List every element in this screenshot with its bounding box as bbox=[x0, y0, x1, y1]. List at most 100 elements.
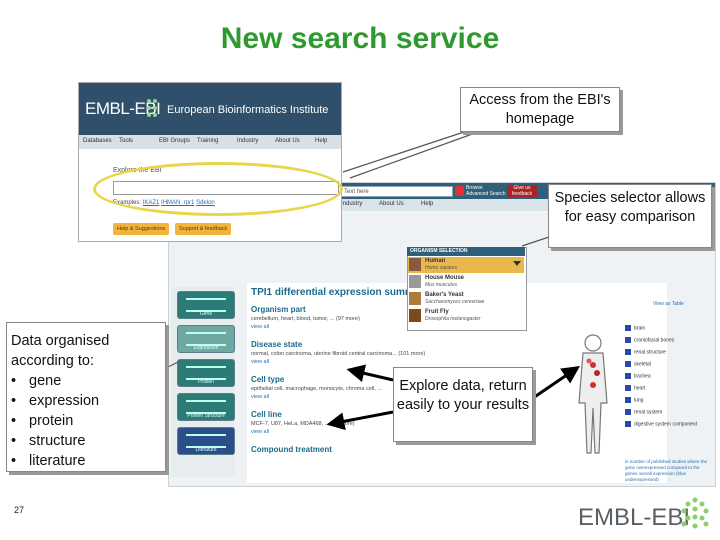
list-item: structure bbox=[11, 431, 165, 451]
highlight-oval bbox=[93, 162, 343, 216]
ebi-logo[interactable]: EMBL-EBI bbox=[85, 99, 161, 118]
view-all-link[interactable]: view all bbox=[251, 324, 270, 330]
gene-tab[interactable]: Gene bbox=[177, 291, 235, 319]
section-heading: Cell type bbox=[251, 375, 285, 384]
support-feedback-button[interactable]: Support & feedback bbox=[175, 223, 232, 235]
callout-pointer bbox=[521, 235, 553, 247]
color-swatch bbox=[625, 397, 631, 403]
list-item: expression bbox=[11, 391, 165, 411]
anatomy-note: in number of published studies where the… bbox=[625, 459, 708, 482]
protein-icon bbox=[186, 366, 226, 380]
data-organisation-heading: Data organised according to: bbox=[11, 333, 110, 369]
search-go-button[interactable] bbox=[455, 186, 464, 196]
dna-icon bbox=[186, 332, 226, 346]
nav-industry[interactable]: Industry bbox=[341, 201, 363, 207]
color-swatch bbox=[625, 349, 631, 355]
section-text: MCF-7, U87, HeLa, MDA468, ... (38 more) bbox=[251, 421, 355, 427]
legend-entry: lung bbox=[625, 397, 643, 403]
legend-entry: brain bbox=[625, 325, 645, 331]
section-heading: Organism part bbox=[251, 305, 306, 314]
legend-entry: craniofacial bones bbox=[625, 337, 674, 343]
list-item: literature bbox=[11, 451, 165, 471]
color-swatch bbox=[625, 373, 631, 379]
access-callout: Access from the EBI's homepage bbox=[460, 87, 620, 132]
list-item: protein bbox=[11, 411, 165, 431]
view-all-link[interactable]: view all bbox=[251, 359, 270, 365]
section-heading: Disease state bbox=[251, 340, 303, 349]
organism-photo bbox=[409, 309, 421, 322]
literature-tab[interactable]: Literature bbox=[177, 427, 235, 455]
legend-entry: renal system bbox=[625, 409, 662, 415]
legend-entry: skeletal bbox=[625, 361, 651, 367]
callout-pointer bbox=[342, 129, 471, 173]
species-callout: Species selector allows for easy compari… bbox=[548, 184, 712, 248]
advanced-search-link[interactable]: Browse Advanced Search bbox=[466, 185, 506, 197]
structure-tab[interactable]: Protein Structure bbox=[177, 393, 235, 421]
organism-selected-row[interactable] bbox=[408, 257, 524, 273]
chevron-down-icon[interactable] bbox=[513, 261, 521, 266]
nav-training[interactable]: Training bbox=[197, 138, 219, 144]
data-type-sidebar: Gene Expression Protein Protein Structur… bbox=[171, 287, 235, 477]
book-icon bbox=[186, 434, 226, 448]
protein-tab[interactable]: Protein bbox=[177, 359, 235, 387]
organism-photo bbox=[409, 292, 421, 305]
section-text: cerebellum, heart, blood, tumor, ... (97… bbox=[251, 316, 360, 322]
view-as-table-link[interactable]: View as Table bbox=[653, 301, 684, 307]
arrow bbox=[346, 364, 394, 383]
nav-ebi-groups[interactable]: EBI Groups bbox=[159, 138, 191, 144]
feedback-button[interactable]: Give us feedback bbox=[507, 185, 537, 197]
data-type-list: gene expression protein structure litera… bbox=[11, 371, 165, 471]
color-swatch bbox=[625, 361, 631, 367]
ebi-nav-bar: Databases Tools EBI Groups Training Indu… bbox=[79, 135, 341, 149]
color-swatch bbox=[625, 325, 631, 331]
ebi-logo-icon bbox=[147, 99, 157, 117]
footer-logo-text: EMBL-EBI bbox=[578, 504, 691, 531]
organism-selector-header: ORGANISM SELECTION bbox=[407, 247, 525, 256]
slide-title: New search service bbox=[220, 22, 500, 55]
organism-photo bbox=[409, 258, 421, 271]
structure-icon bbox=[186, 400, 226, 414]
data-organisation-callout: Data organised according to: gene expres… bbox=[6, 322, 166, 472]
view-all-link[interactable]: view all bbox=[251, 394, 270, 400]
help-suggestions-button[interactable]: Help & Suggestions bbox=[113, 223, 170, 235]
section-text: normal, colon carcinoma, uterine fibroid… bbox=[251, 351, 426, 357]
legend-entry: renal structure bbox=[625, 349, 666, 355]
nav-about-us[interactable]: About Us bbox=[275, 138, 300, 144]
nav-help[interactable]: Help bbox=[421, 201, 434, 207]
explore-callout: Explore data, return easily to your resu… bbox=[393, 367, 533, 442]
nav-databases[interactable]: Databases bbox=[83, 138, 112, 144]
ebi-header bbox=[79, 83, 341, 135]
arrow bbox=[532, 365, 580, 400]
nav-tools[interactable]: Tools bbox=[119, 138, 134, 144]
section-text: epithelial cell, macrophage, monocyte, c… bbox=[251, 386, 382, 392]
view-all-link[interactable]: view all bbox=[251, 429, 270, 435]
nav-industry[interactable]: Industry bbox=[237, 138, 259, 144]
dna-icon bbox=[186, 298, 226, 312]
institute-name: European Bioinformatics Institute bbox=[167, 104, 329, 116]
section-heading: Compound treatment bbox=[251, 445, 332, 454]
color-swatch bbox=[625, 409, 631, 415]
callout-pointer bbox=[165, 361, 179, 369]
anatomy-figure bbox=[578, 334, 608, 454]
section-heading: Cell line bbox=[251, 410, 282, 419]
color-swatch bbox=[625, 421, 631, 427]
color-swatch bbox=[625, 337, 631, 343]
expression-tab[interactable]: Expression bbox=[177, 325, 235, 353]
list-item: gene bbox=[11, 371, 165, 391]
nav-help[interactable]: Help bbox=[315, 138, 328, 144]
callout-pointer bbox=[349, 131, 479, 179]
panel-title: TPI1 differential expression summary bbox=[251, 287, 429, 298]
color-swatch bbox=[625, 385, 631, 391]
ebi-logo-icon bbox=[681, 497, 709, 529]
organism-photo bbox=[409, 275, 421, 288]
arrow bbox=[326, 410, 394, 431]
legend-entry: trachea bbox=[625, 373, 651, 379]
page-number: 27 bbox=[14, 505, 25, 515]
legend-entry: heart bbox=[625, 385, 645, 391]
nav-about-us[interactable]: About Us bbox=[379, 201, 404, 207]
